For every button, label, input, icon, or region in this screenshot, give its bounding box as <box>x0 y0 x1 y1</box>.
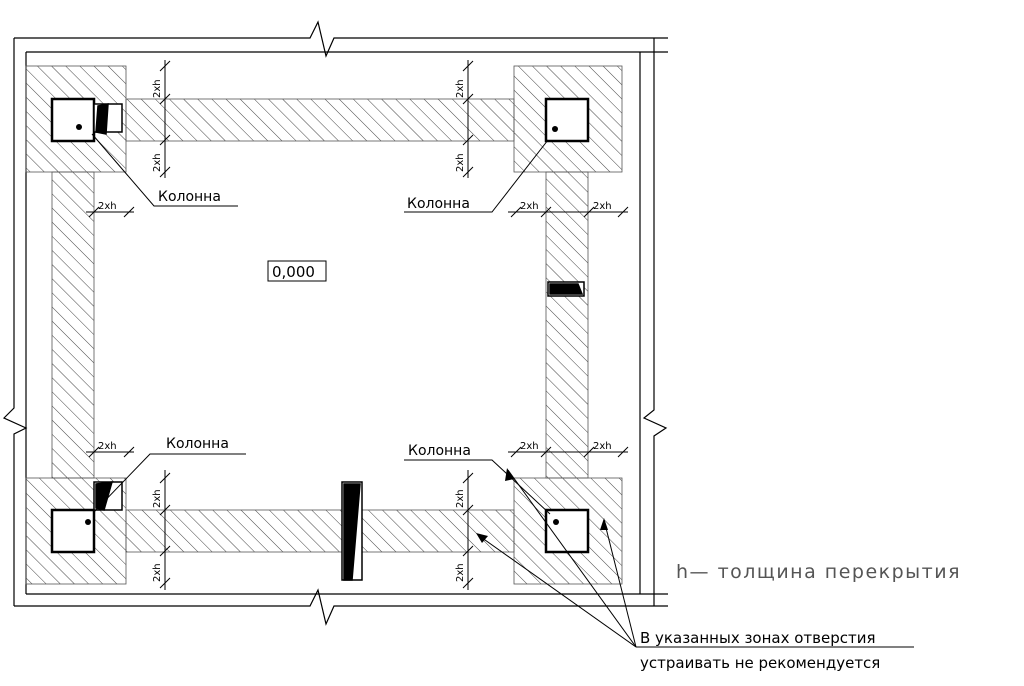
elevation-box <box>267 260 327 282</box>
dim-label: 2xh <box>98 441 117 452</box>
column-label-tr: Колонна <box>407 196 470 212</box>
thickness-note: h— толщина перекрытия <box>676 561 961 583</box>
dimension-lines <box>86 60 629 590</box>
dim-label: 2xh <box>98 201 117 212</box>
elevation-label: 0,000 <box>272 263 315 281</box>
dim-label: 2xh <box>455 79 466 98</box>
zone-beam-left <box>51 171 95 479</box>
zone-beam-top <box>125 98 515 142</box>
column-bl <box>50 508 96 554</box>
arrowheads <box>476 468 608 543</box>
dim-label: 2xh <box>152 153 163 172</box>
dim-label: 2xh <box>520 441 539 452</box>
dim-label: 2xh <box>152 79 163 98</box>
column-label-tl: Колонна <box>158 189 221 205</box>
column-dots <box>76 124 559 525</box>
column-label-bl: Колонна <box>166 436 229 452</box>
dim-label: 2xh <box>593 441 612 452</box>
column-tr <box>544 97 590 143</box>
dim-label: 2xh <box>152 489 163 508</box>
warning-line-1: В указанных зонах отверстия <box>640 629 876 647</box>
dimension-texts: 2xh 2xh 2xh 2xh 2xh 2xh 2xh 2xh 2xh 2xh … <box>98 79 612 582</box>
dim-label: 2xh <box>455 563 466 582</box>
dim-label: 2xh <box>593 201 612 212</box>
leader-lines <box>91 133 637 648</box>
columns <box>50 97 590 554</box>
column-tl <box>50 97 96 143</box>
column-label-br: Колонна <box>408 443 471 459</box>
warning-line-2: устраивать не рекомендуется <box>640 654 880 672</box>
dim-label: 2xh <box>455 153 466 172</box>
dim-label: 2xh <box>520 201 539 212</box>
dim-label: 2xh <box>455 489 466 508</box>
zone-beam-bottom <box>125 509 515 553</box>
dim-label: 2xh <box>152 563 163 582</box>
zone-beam-right <box>545 171 589 479</box>
openings <box>93 103 585 581</box>
